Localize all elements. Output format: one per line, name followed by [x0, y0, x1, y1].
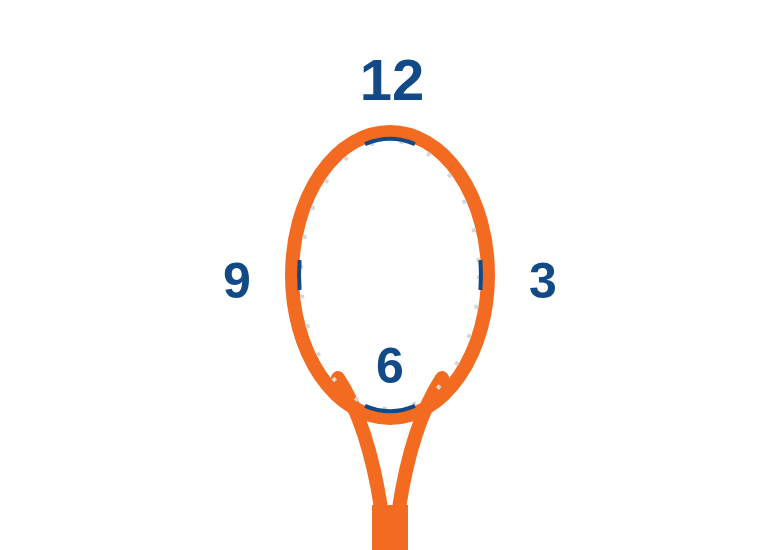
clock-position: 3 — [529, 256, 557, 306]
racket-frame — [292, 132, 488, 418]
position-mark — [365, 406, 415, 411]
position-mark — [478, 260, 483, 290]
racket-handle — [372, 505, 408, 550]
hour-ticks — [301, 141, 479, 409]
clock-position: 9 — [223, 256, 251, 306]
position-mark — [365, 139, 415, 144]
clock-position: 6 — [376, 341, 404, 391]
position-mark — [297, 260, 302, 290]
clock-position: 12 — [360, 51, 425, 109]
